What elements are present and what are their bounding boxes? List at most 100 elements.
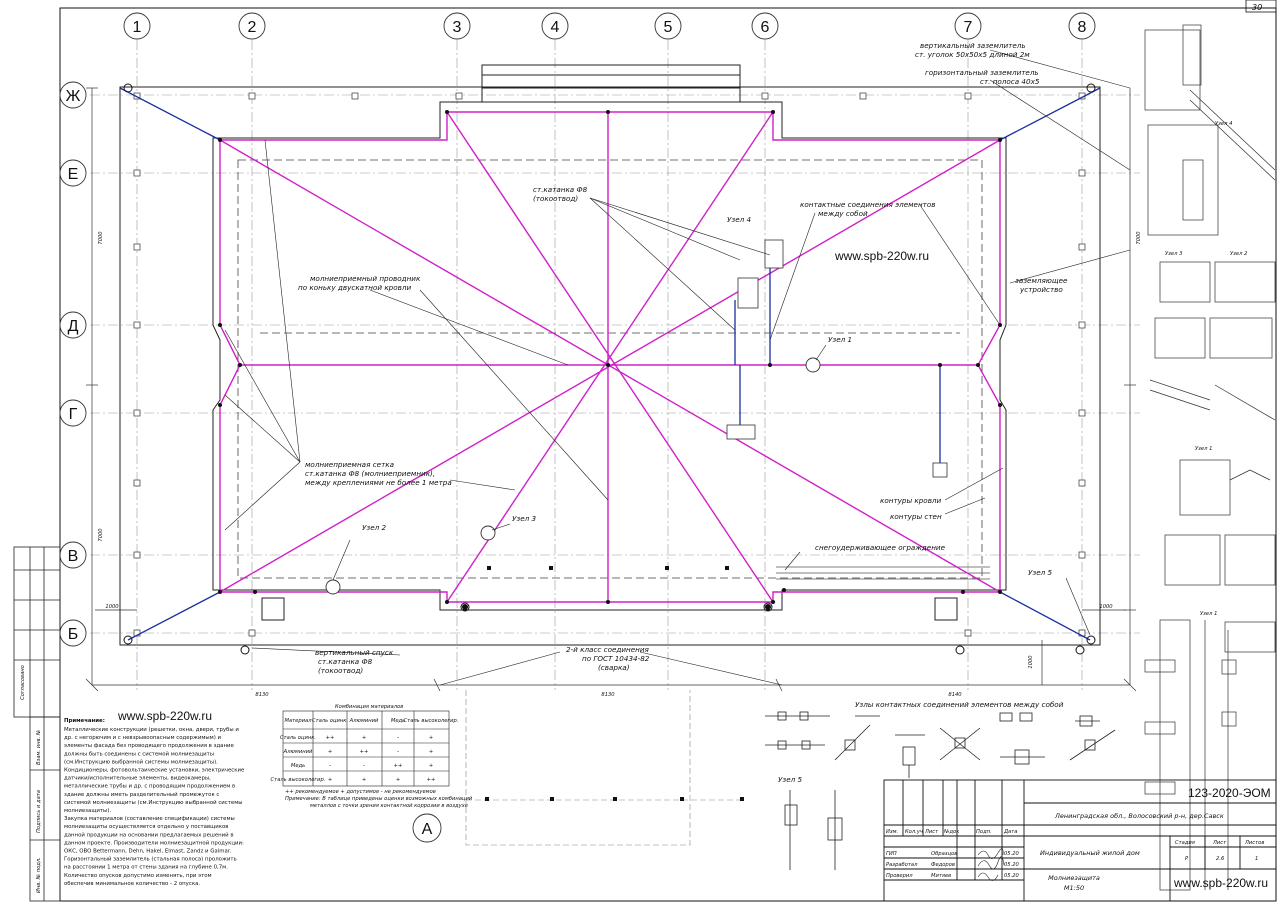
title-location: Ленинградская обл., Волосовский р-н, дер…	[1054, 812, 1224, 820]
axis-label-g: Г	[69, 406, 78, 423]
nodes-strip-title: Узлы контактных соединений элементов меж…	[855, 700, 1064, 709]
materials-footnote-2: металлов с точки зрения контактной корро…	[310, 803, 468, 809]
materials-header-cell: Материал	[284, 718, 312, 724]
conductor-nodes	[218, 110, 1002, 610]
callout-ridge-1: молниеприемный проводник	[310, 274, 421, 283]
materials-cell: -	[397, 735, 399, 741]
side-node1a-label: Узел 1	[1195, 446, 1212, 452]
left-strip-inv-no: Инв. № подл.	[36, 857, 42, 893]
node5-detail-label: Узел 5	[778, 775, 803, 784]
notes-line: металлические трубы и др. с проводящим п…	[64, 784, 235, 790]
callout-ridge-2: по коньку двускатной кровли	[298, 283, 411, 292]
materials-cell: ++	[360, 749, 369, 755]
notes-line: на расстоянии 1 метра от стены здания на…	[64, 865, 228, 871]
name-2: Митяев	[931, 873, 951, 879]
dim-left-top: 7000	[98, 231, 104, 245]
callout-vert-earth-2: ст. уголок 50х50х5 длиной 2м	[915, 50, 1030, 59]
axis-label-3: 3	[453, 19, 462, 36]
title-sheet-name-2: М1:50	[1064, 884, 1084, 892]
notes-line: Количество опусков допустимо изменять, п…	[64, 873, 212, 879]
notes-line: должны быть соединены с системой молниез…	[64, 750, 214, 757]
snow-guard	[776, 566, 990, 580]
sheet-value: 2.6	[1216, 856, 1225, 862]
title-block	[883, 779, 1277, 902]
axis-label-4: 4	[551, 19, 560, 36]
leader-lines	[224, 49, 1131, 686]
axis-label-7: 7	[964, 19, 973, 36]
callout-class-3: (сварка)	[598, 663, 630, 672]
axis-label-8: 8	[1078, 19, 1087, 36]
name-0: Образцов	[931, 851, 957, 857]
callout-node4: Узел 4	[727, 215, 752, 224]
notes-title: Примечание:	[64, 718, 105, 724]
date-0: 05.20	[1004, 851, 1020, 857]
axis-label-v: В	[68, 548, 79, 565]
porch-points	[485, 566, 744, 801]
notes-line: Металлические конструкции (решетки, окна…	[64, 727, 239, 733]
role-0: ГИП	[886, 851, 897, 857]
callout-rod-1: ст.катанка Ф8	[533, 185, 588, 194]
callout-horiz-earth-1: горизонтальный заземлитель	[925, 68, 1039, 77]
sheet-label: Лист	[1212, 840, 1227, 846]
axis-label-2: 2	[248, 19, 257, 36]
callout-mesh-3: между креплениями не более 1 метра	[305, 478, 452, 487]
notes-line: системой молниезащиты (см.Инструкцию выб…	[64, 799, 243, 806]
axis-label-zh: Ж	[66, 88, 81, 105]
callout-wall-contour: контуры стен	[890, 512, 942, 521]
notes-line: молниезащиты).	[64, 808, 111, 814]
sheets-label: Листов	[1244, 840, 1264, 846]
callout-class-1: 2-й класс соединения	[566, 645, 650, 654]
callout-rod-2: (токоотвод)	[533, 194, 578, 203]
materials-cell: +	[362, 777, 366, 783]
col-list: Лист	[924, 829, 939, 835]
left-strip-sign-date: Подпись и дата	[36, 790, 42, 833]
callout-snow-guard: снегоудерживающее ограждение	[815, 543, 946, 552]
date-2: 05.20	[1004, 873, 1020, 879]
callout-node2: Узел 2	[362, 523, 387, 532]
dim-bottom-2: 8130	[601, 692, 615, 698]
materials-header-cell: Сталь высоколегир.	[404, 718, 459, 724]
callout-roof-contour: контуры кровли	[880, 496, 942, 505]
wall-contour	[237, 159, 983, 579]
materials-title: Комбинация материалов	[335, 704, 403, 710]
materials-cell: +	[328, 777, 332, 783]
notes-line: (см.Инструкцию выбранной системы молниез…	[64, 758, 218, 765]
stage-label: Стадия	[1175, 840, 1195, 846]
materials-cell: Медь	[291, 763, 305, 769]
notes-line: ОКС, OBO Bettermann, Dehn, Hakel, Elmast…	[64, 849, 231, 855]
title-url: www.spb-220w.ru	[1173, 876, 1268, 890]
dim-right-top: 7000	[1136, 231, 1142, 245]
axis-label-b: Б	[68, 626, 79, 643]
materials-cell: +	[328, 749, 332, 755]
callout-mesh-2: ст.катанка Ф8 (молниеприемник),	[305, 469, 435, 478]
materials-cell: Сталь высоколегир.	[271, 777, 326, 783]
materials-cell: +	[396, 777, 400, 783]
date-1: 05.20	[1004, 862, 1020, 868]
materials-header-cell: Сталь оцинк.	[312, 718, 348, 724]
col-data: Дата	[1003, 829, 1017, 835]
callout-down-3: (токоотвод)	[318, 666, 363, 675]
side-node3-label: Узел 3	[1165, 251, 1182, 257]
col-podp: Подп.	[976, 829, 992, 835]
callout-vert-earth-1: вертикальный заземлитель	[920, 41, 1026, 50]
role-1: Разработал	[886, 862, 918, 868]
callout-contacts-1: контактные соединения элементов	[800, 200, 935, 209]
name-1: Федоров	[931, 862, 955, 868]
down-conductors	[119, 87, 1101, 641]
materials-header-cell: Медь	[391, 718, 405, 724]
notes-line: обеспечив минимальное количество - 2 опу…	[64, 881, 200, 887]
title-code: 123-2020-ЭОМ	[1188, 786, 1271, 800]
callout-class-2: по ГОСТ 10434-82	[582, 654, 650, 663]
nodes-strip-details	[765, 711, 1116, 870]
materials-footnote-1: Примечание: В таблице приведены оценки в…	[285, 796, 473, 802]
notes-line: Кондиционеры, фотовольтаические установк…	[64, 768, 245, 774]
notes-line: здание должны иметь разделительный проме…	[64, 791, 219, 798]
notes-line: молниезащиты осуществляется отдельно у п…	[64, 824, 228, 830]
col-izm: Изм.	[886, 829, 898, 835]
dim-right-bottom: 1000	[1028, 655, 1034, 669]
title-sheet-name-1: Молниезащита	[1048, 874, 1100, 882]
side-node2-label: Узел 2	[1230, 251, 1247, 257]
wall-markers	[133, 92, 1086, 637]
